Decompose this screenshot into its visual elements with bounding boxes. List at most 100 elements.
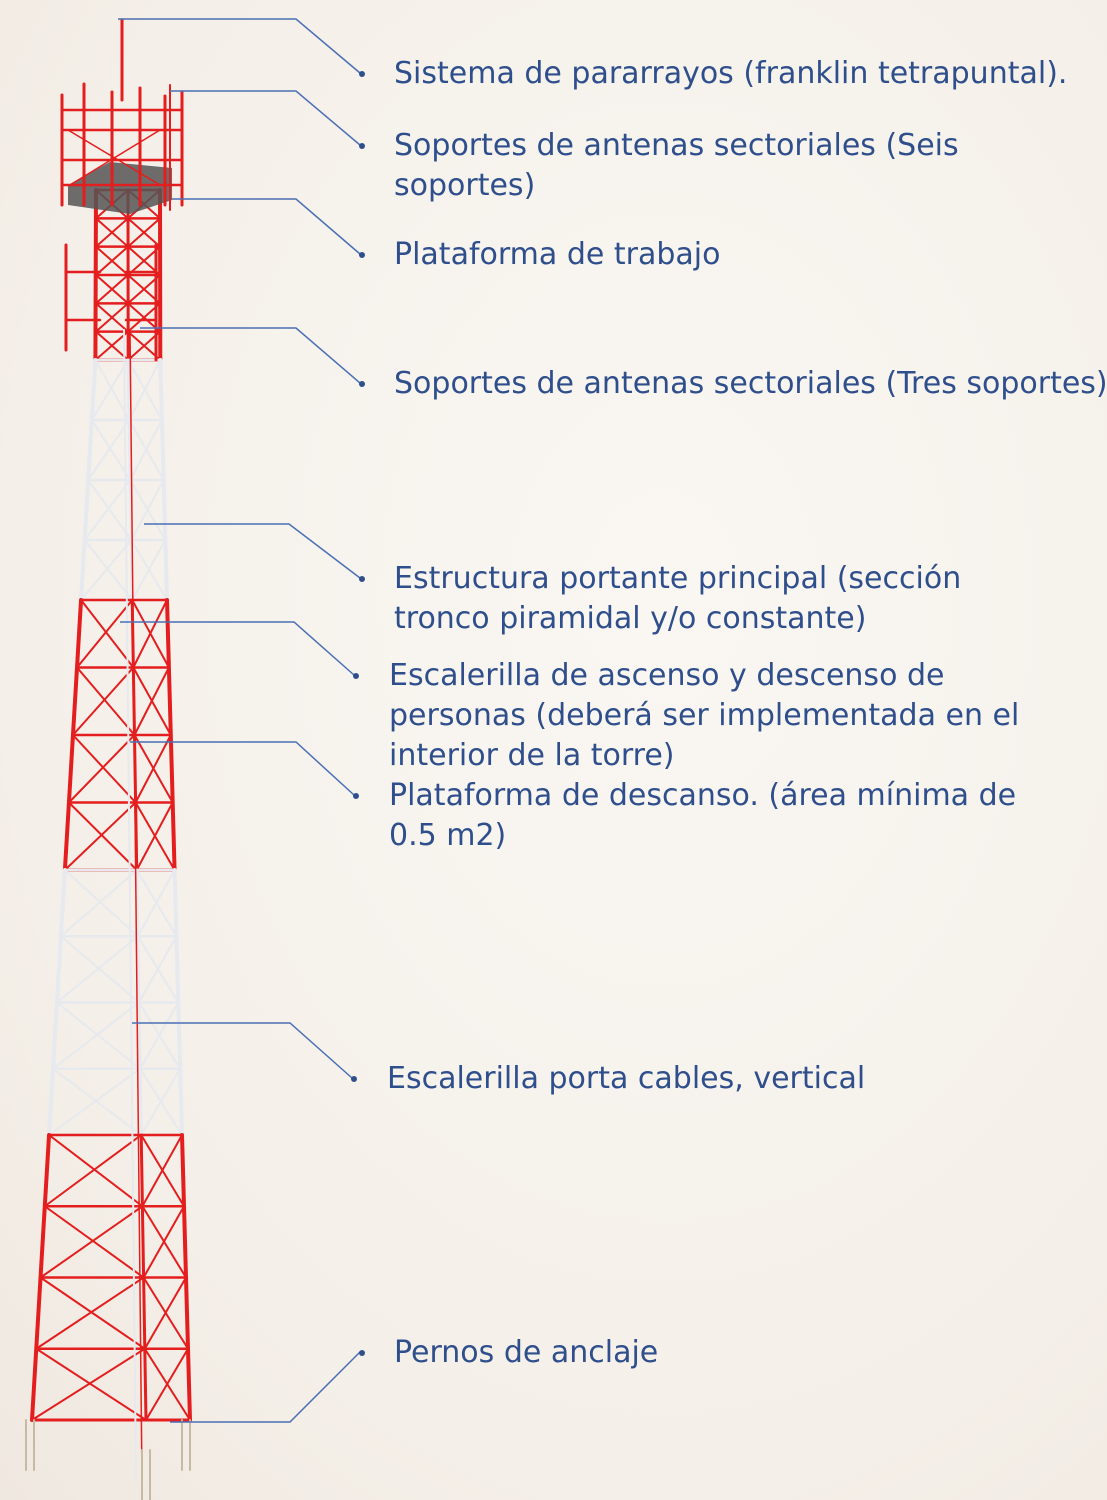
diagonal-brace: [133, 666, 170, 736]
diagonal-brace: [67, 801, 138, 871]
diagonal-brace: [95, 274, 129, 305]
leader-line: [140, 327, 361, 384]
diagonal-brace: [131, 539, 167, 601]
label-rest-platform: Plataforma de descanso. (área mínima de …: [389, 776, 1016, 856]
diagonal-brace: [87, 419, 131, 481]
diagonal-brace: [129, 419, 163, 481]
leader-line: [170, 1351, 361, 1423]
diagonal-brace: [141, 1134, 184, 1208]
diagonal-brace: [140, 1067, 182, 1136]
bullet-dot: [359, 143, 365, 149]
diagonal-brace: [76, 666, 136, 736]
label-antenna-supports-three: Soportes de antenas sectoriales (Tres so…: [394, 364, 1107, 404]
leader-line: [120, 621, 355, 676]
diagonal-brace: [39, 1205, 144, 1279]
label-line: Plataforma de trabajo: [394, 237, 721, 272]
diagonal-brace: [127, 217, 161, 248]
diagonal-brace: [35, 1276, 145, 1350]
diagonal-brace: [71, 666, 135, 736]
bullet-dot: [359, 1350, 365, 1356]
label-antenna-supports-six: Soportes de antenas sectoriales (Seis so…: [394, 126, 959, 206]
leader-line: [144, 523, 361, 579]
diagonal-brace: [48, 1067, 142, 1136]
diagonal-brace: [55, 935, 139, 1004]
label-access-ladder: Escalerilla de ascenso y descenso de per…: [389, 656, 1019, 776]
diagonal-brace: [130, 479, 165, 541]
work-platform-shape: [68, 162, 172, 214]
diagonal-brace: [71, 734, 137, 804]
diagonal-brace: [39, 1276, 146, 1350]
cage-brace: [69, 129, 161, 186]
label-line: Pernos de anclaje: [394, 1335, 659, 1370]
label-line: Estructura portante principal (sección: [394, 561, 962, 596]
ladder-rail: [129, 329, 143, 1481]
diagonal-brace: [145, 1347, 190, 1421]
label-main-structure: Estructura portante principal (sección t…: [394, 559, 961, 639]
diagonal-brace: [43, 1205, 145, 1279]
label-line: Plataforma de descanso. (área mínima de: [389, 778, 1017, 813]
label-work-platform: Plataforma de trabajo: [394, 235, 720, 275]
label-line: personas (deberá ser implementada en el: [389, 698, 1020, 733]
label-line: Escalerilla de ascenso y descenso de: [389, 658, 945, 693]
label-line: Soportes de antenas sectoriales (Seis: [394, 128, 959, 163]
diagonal-brace: [139, 1001, 180, 1070]
label-cable-ladder: Escalerilla porta cables, vertical: [387, 1059, 865, 1099]
diagonal-brace: [63, 869, 139, 938]
diagonal-brace: [59, 935, 140, 1004]
diagonal-brace: [90, 359, 130, 421]
bullet-dot: [351, 1076, 357, 1082]
bullet-dot: [359, 71, 365, 77]
leader-line: [170, 90, 361, 146]
label-line: 0.5 m2): [389, 818, 507, 853]
diagonal-brace: [80, 599, 135, 669]
leader-line: [130, 741, 355, 796]
leader-line: [132, 1022, 353, 1079]
diagonal-brace: [52, 1001, 140, 1070]
diagonal-brace: [52, 1067, 143, 1136]
diagonal-brace: [55, 1001, 142, 1070]
diagonal-brace: [134, 734, 172, 804]
diagonal-brace: [90, 419, 132, 481]
diagonal-brace: [94, 330, 129, 361]
diagonal-brace: [132, 599, 169, 669]
bullet-dot: [359, 576, 365, 582]
diagonal-brace: [63, 801, 137, 871]
diagonal-brace: [35, 1347, 147, 1421]
diagonal-brace: [80, 539, 133, 601]
label-line: Soportes de antenas sectoriales (Tres so…: [394, 366, 1107, 401]
diagonal-brace: [128, 359, 162, 421]
diagonal-brace: [95, 245, 129, 276]
diagonal-brace: [135, 801, 174, 871]
diagonal-brace: [143, 1276, 188, 1350]
label-line: soportes): [394, 168, 536, 203]
label-line: interior de la torre): [389, 738, 675, 773]
diagonal-brace: [43, 1134, 143, 1208]
leader-line: [118, 18, 361, 74]
ladder-rail: [123, 329, 137, 1481]
leader-line: [172, 198, 361, 255]
diagonal-brace: [31, 1347, 146, 1421]
diagonal-brace: [95, 217, 129, 248]
diagonal-brace: [136, 869, 176, 938]
label-lightning-rod: Sistema de pararrayos (franklin tetrapun…: [394, 54, 1067, 94]
diagonal-brace: [76, 599, 134, 669]
diagonal-brace: [142, 1205, 186, 1279]
diagonal-brace: [95, 302, 129, 333]
diagonal-brace: [59, 869, 138, 938]
diagonal-brace: [137, 935, 178, 1004]
bullet-dot: [353, 793, 359, 799]
diagonal-brace: [67, 734, 136, 804]
diagonal-brace: [83, 479, 132, 541]
bullet-dot: [359, 381, 365, 387]
label-line: Escalerilla porta cables, vertical: [387, 1061, 866, 1096]
bullet-dot: [359, 252, 365, 258]
diagonal-brace: [48, 1134, 144, 1208]
label-line: tronco piramidal y/o constante): [394, 601, 867, 636]
diagonal-brace: [94, 359, 131, 421]
diagonal-brace: [83, 539, 134, 601]
label-anchor-bolts: Pernos de anclaje: [394, 1333, 658, 1373]
bullet-dot: [353, 673, 359, 679]
label-line: Sistema de pararrayos (franklin tetrapun…: [394, 56, 1068, 91]
